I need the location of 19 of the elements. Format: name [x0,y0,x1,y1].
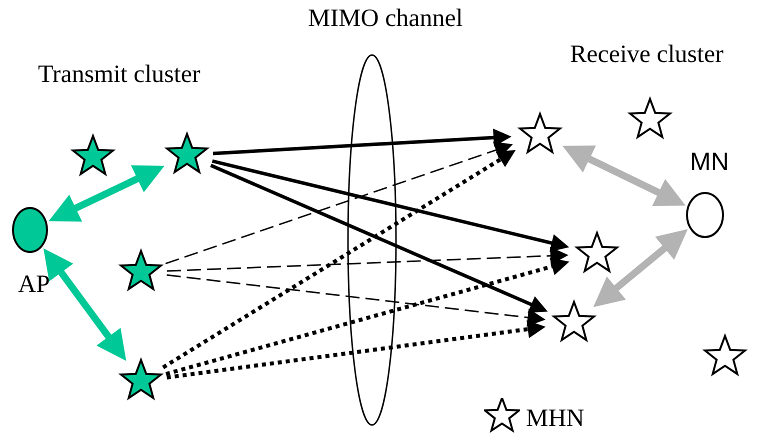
node-label: MN [690,150,729,175]
arrow [562,145,686,206]
arrow [43,248,126,361]
arrow [593,229,688,308]
arrow [210,164,548,313]
arrow [48,165,164,222]
cluster-label: Transmit cluster [38,62,200,87]
arrow [166,320,546,380]
cluster-label: Receive cluster [570,42,724,67]
arrow [166,246,568,272]
arrow [212,159,570,252]
arrow [165,258,570,376]
arrow [166,274,546,326]
cluster-label: MIMO channel [308,6,463,31]
arrow [165,142,513,264]
arrow [212,128,512,156]
legend-label: MHN [526,406,584,431]
node-label: AP [18,272,50,297]
arrow [162,150,516,370]
